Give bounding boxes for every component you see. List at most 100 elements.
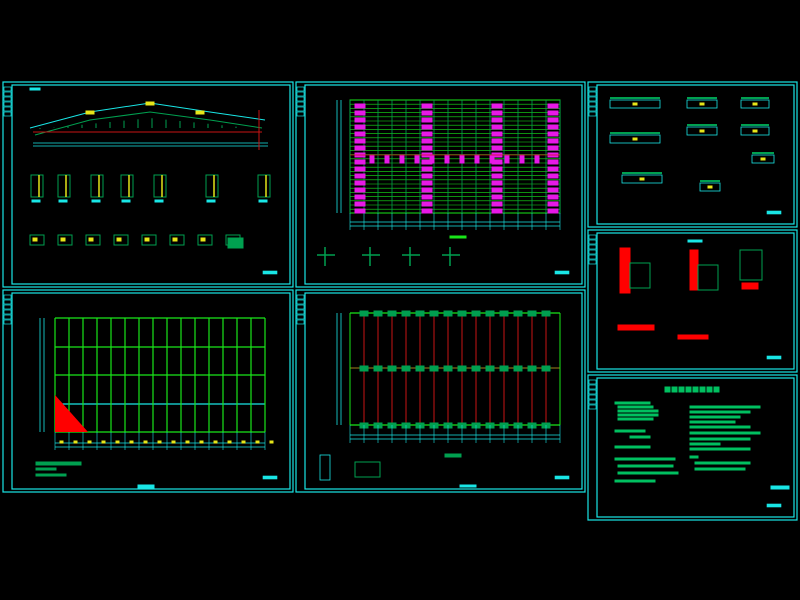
connection-detail-7 — [621, 172, 663, 184]
notes-text-line — [614, 457, 676, 461]
bracing-mark — [421, 201, 433, 207]
dimension-marker — [241, 440, 246, 444]
notes-text-line — [694, 461, 751, 465]
bracing-mark — [354, 201, 366, 207]
sheet-title-strip — [588, 379, 597, 410]
connection-mark — [429, 310, 439, 317]
tie-rod-mark — [444, 154, 450, 164]
view-title — [444, 453, 462, 458]
detail-outline — [205, 174, 219, 198]
tie-rod-mark — [534, 154, 540, 164]
title-strip-cell — [3, 96, 12, 102]
notes-text-line — [617, 417, 654, 421]
bracing-mark — [491, 124, 503, 130]
tie-rod-mark — [429, 154, 435, 164]
bracing-mark — [491, 103, 503, 109]
connection-mark — [401, 310, 411, 317]
notes-title-char — [685, 386, 692, 393]
connection-mark — [541, 365, 551, 372]
node-detail-marker — [32, 237, 38, 242]
dimension-marker — [101, 440, 106, 444]
truss-marker — [85, 110, 95, 115]
connection-mark — [499, 310, 509, 317]
detail-6 — [205, 174, 219, 203]
truss-elevation — [29, 101, 268, 150]
detail-outline — [699, 182, 721, 192]
bracing-mark — [491, 194, 503, 200]
notes-text-line — [689, 431, 761, 435]
view-title — [687, 239, 703, 243]
node-detail-outline — [169, 234, 185, 246]
column-base-section — [739, 249, 763, 281]
detail-outline — [90, 174, 104, 198]
connection-mark — [499, 365, 509, 372]
detail-marker — [639, 177, 645, 181]
node-detail — [169, 234, 185, 246]
title-strip-cell — [588, 379, 597, 385]
dimension-marker — [171, 440, 176, 444]
purlin-detail-1 — [317, 247, 335, 266]
bracing-mark — [421, 180, 433, 186]
truss-marker — [145, 101, 155, 106]
detail-marker — [760, 157, 766, 161]
dimension-marker — [199, 440, 204, 444]
notes-text-line — [689, 455, 699, 459]
title-strip-cell — [3, 314, 12, 320]
purlin-detail-3 — [402, 247, 420, 266]
title-strip-cell — [588, 404, 597, 410]
sheet-outer-frame — [587, 229, 798, 373]
sheet-title-strip — [296, 294, 305, 325]
title-strip-cell — [588, 389, 597, 395]
detail-2 — [57, 174, 71, 203]
notes-title-char — [713, 386, 720, 393]
notes-title-char — [664, 386, 671, 393]
title-strip-cell — [296, 91, 305, 97]
node-detail-outline — [85, 234, 101, 246]
sheet-4-wall-bracing-plan — [295, 289, 586, 493]
bracing-mark — [421, 187, 433, 193]
dimension-marker — [185, 440, 190, 444]
bracing-mark — [421, 208, 433, 214]
connection-detail-1 — [609, 97, 661, 109]
title-strip-cell — [3, 299, 12, 305]
bracing-mark — [547, 103, 559, 109]
bracing-mark — [354, 166, 366, 172]
detail-outline — [257, 174, 271, 198]
notes-text-line — [617, 405, 654, 409]
bracing-mark — [547, 180, 559, 186]
node-detail-marker — [88, 237, 94, 242]
tie-rod-mark — [369, 154, 375, 164]
tie-rod-mark — [414, 154, 420, 164]
tie-rod-mark — [504, 154, 510, 164]
bracing-mark — [491, 166, 503, 172]
sheet-outer-frame — [2, 81, 294, 288]
title-strip-cell — [296, 96, 305, 102]
tie-rod-mark — [474, 154, 480, 164]
tie-rod-mark — [459, 154, 465, 164]
detail-marker — [632, 137, 638, 141]
tie-rod-mark — [399, 154, 405, 164]
notes-text-line — [689, 410, 751, 414]
dimension-marker — [87, 440, 92, 444]
sheet-title-label — [554, 270, 570, 275]
connection-mark — [485, 310, 495, 317]
title-strip-cell — [588, 86, 597, 92]
notes-text-line — [617, 464, 674, 468]
title-strip-cell — [296, 319, 305, 325]
dimension-marker — [255, 440, 260, 444]
sheet-6-section-details — [587, 229, 798, 373]
notes-text-line — [689, 447, 751, 451]
notes-line — [35, 467, 57, 471]
bracing-mark — [491, 138, 503, 144]
dimension-marker — [73, 440, 78, 444]
detail-label — [258, 199, 268, 203]
title-strip-cell — [588, 91, 597, 97]
notes-title-char — [678, 386, 685, 393]
dimension-marker — [213, 440, 218, 444]
bracing-mark — [491, 208, 503, 214]
node-detail-marker — [200, 237, 206, 242]
dimension-marker — [227, 440, 232, 444]
notes-text-line — [629, 435, 651, 439]
detail-7 — [257, 174, 271, 203]
